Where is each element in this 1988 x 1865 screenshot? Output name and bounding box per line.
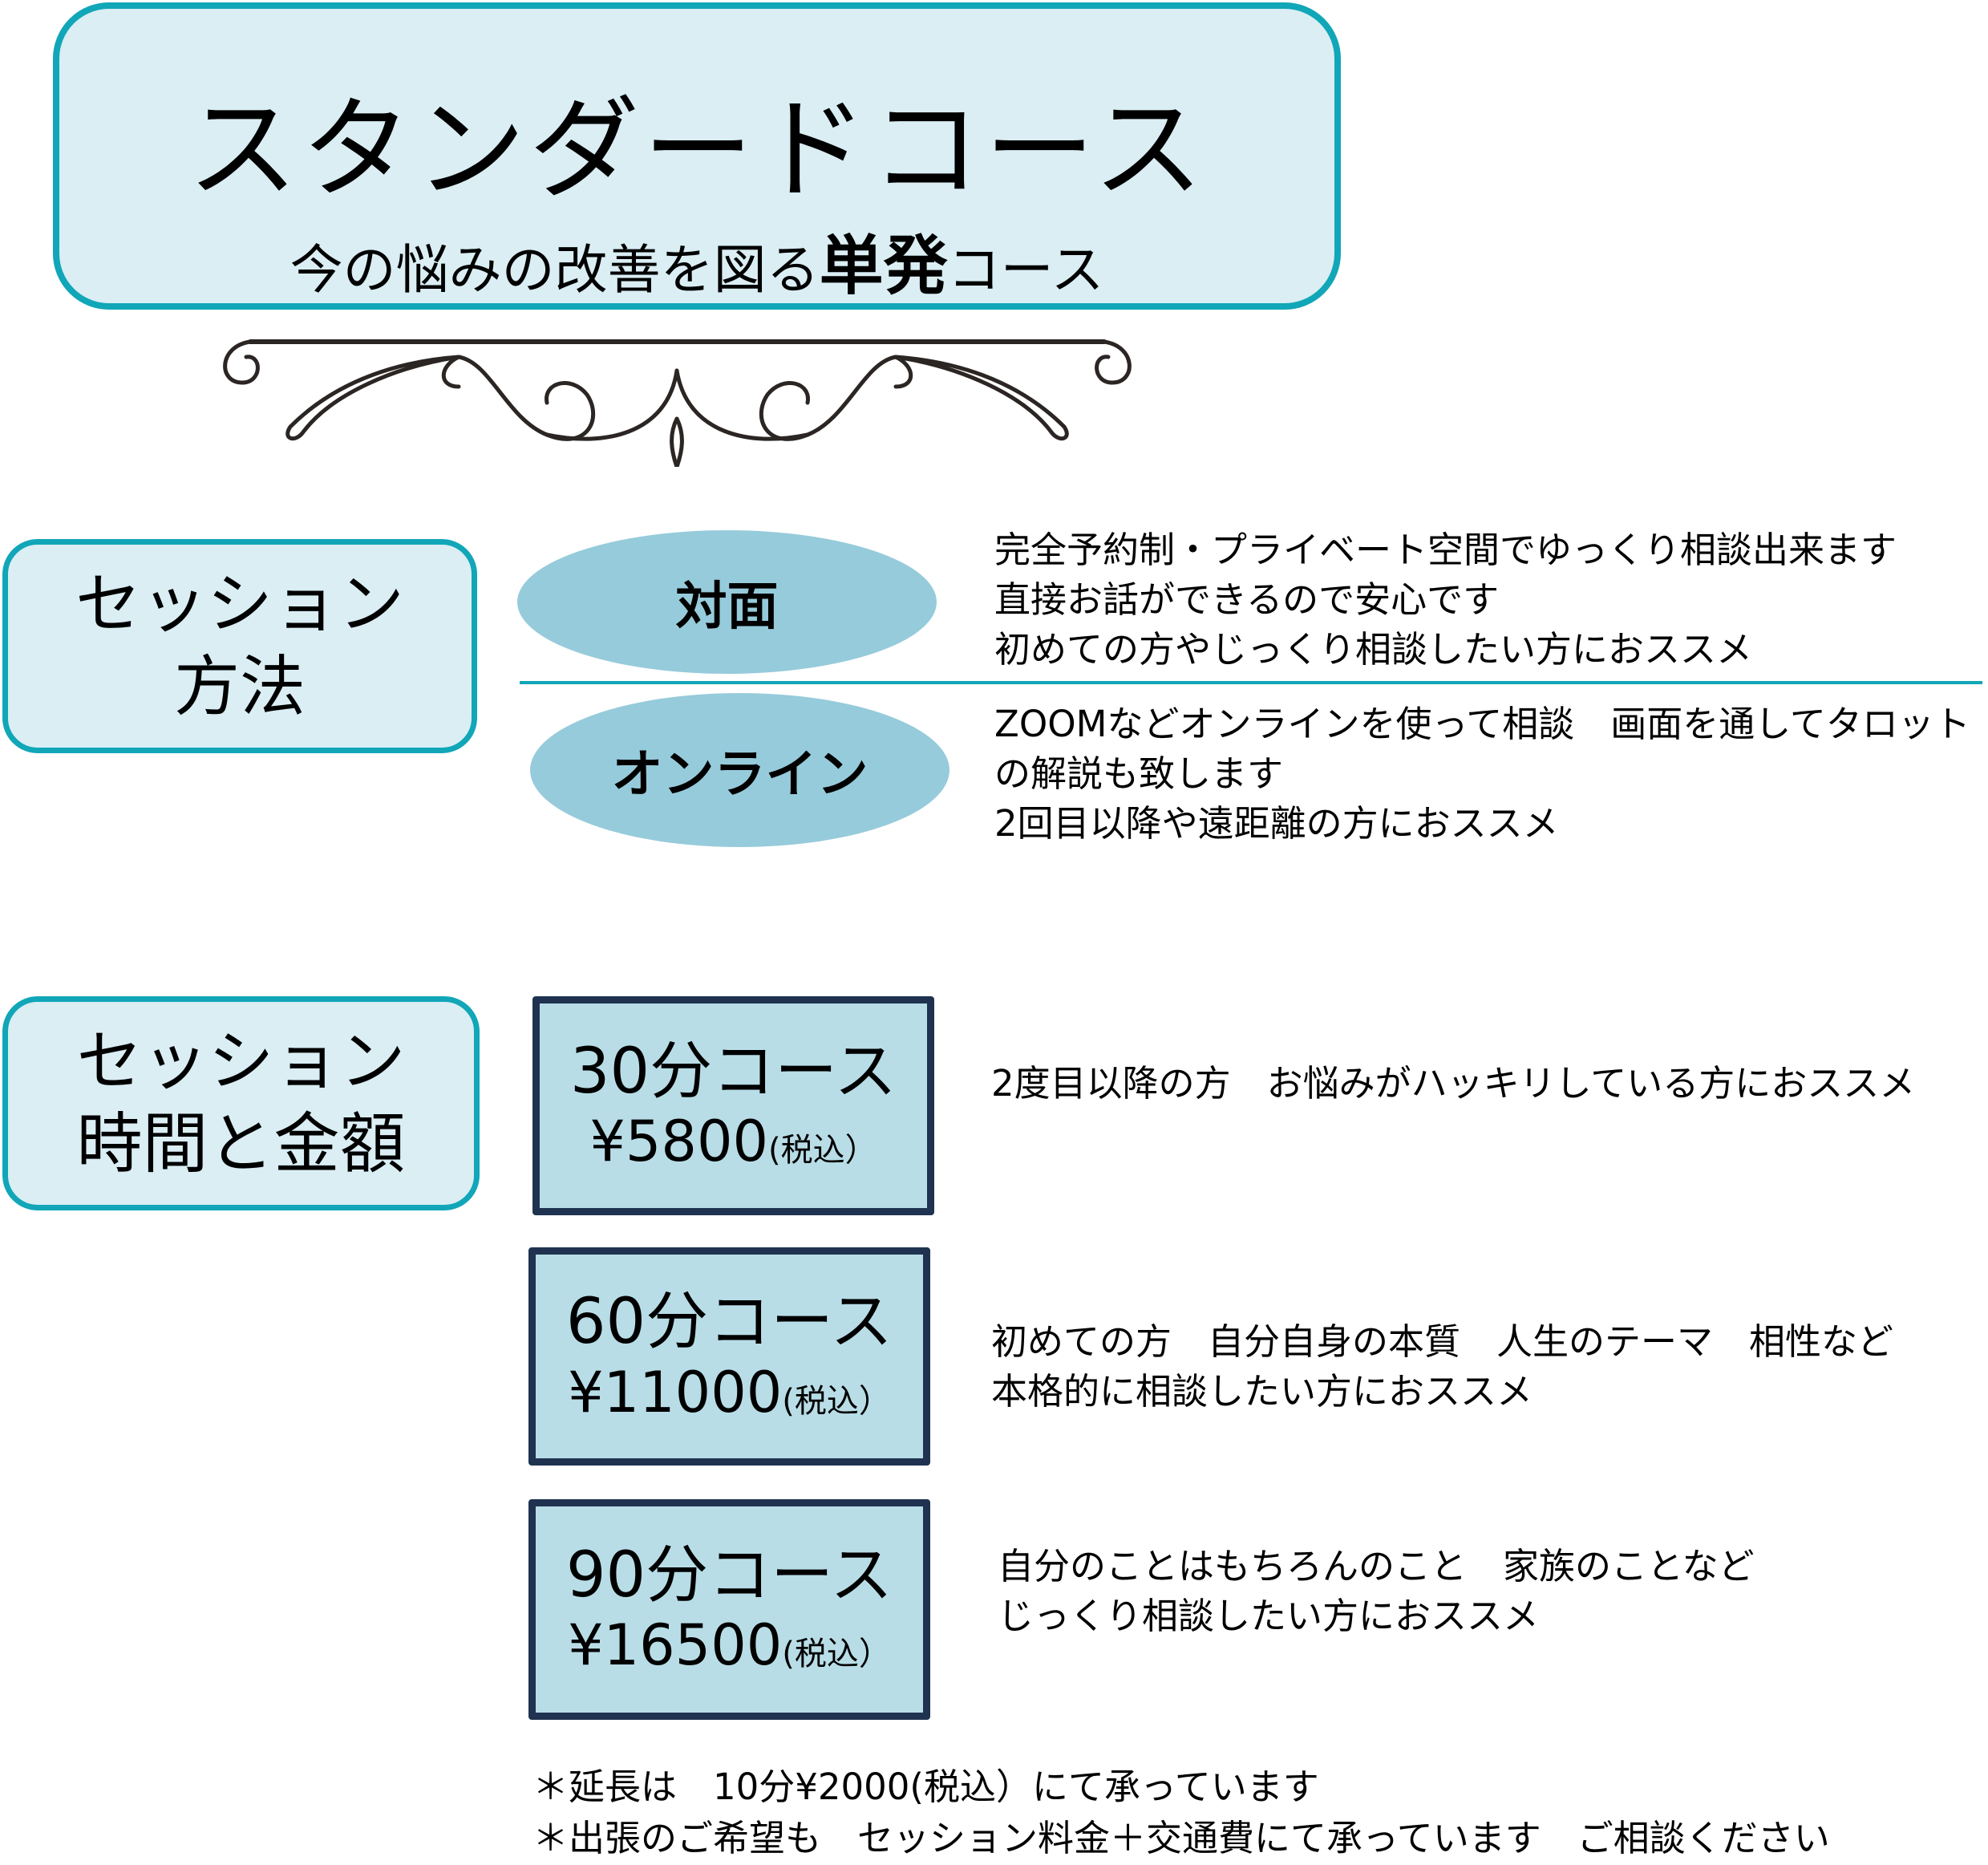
method-in-person-name: 対面	[675, 577, 779, 637]
description-line: じっくり相談したい方におススメ	[998, 1595, 1540, 1637]
course-price-value: ¥5800	[589, 1109, 769, 1175]
course-name: 90分コース	[565, 1539, 893, 1612]
course-price: ¥5800(税込）	[589, 1108, 877, 1175]
session-method-label-line1: セッション	[75, 566, 404, 643]
course-30min-description: 2度目以降の方 お悩みがハッキリしている方におススメ	[991, 1059, 1915, 1109]
session-method-label-line2: 方法	[173, 648, 306, 725]
method-in-person-badge: 対面	[517, 530, 937, 674]
method-online-description: ZOOMなどオンラインを使って相談 画面を通してタロット の解説も致します 2回…	[994, 699, 1970, 849]
description-line: の解説も致します	[994, 752, 1284, 795]
session-method-label: セッション 方法	[2, 539, 477, 753]
description-line: 2度目以降の方 お悩みがハッキリしている方におススメ	[991, 1062, 1916, 1105]
description-line: 初めての方やじっくり相談したい方におススメ	[994, 628, 1753, 671]
extension-note: ＊延長は 10分¥2000(税込）にて承っています	[532, 1766, 1319, 1808]
page-subtitle: 今の悩みの改善を図る単発コース	[53, 234, 1341, 298]
course-tax-note: (税込）	[782, 1636, 891, 1673]
subtitle-prefix: 今の悩みの改善を図る	[289, 239, 820, 301]
house-call-note: ＊出張のご希望も セッション料金＋交通費にて承っています ご相談ください	[532, 1817, 1830, 1859]
course-tax-note: (税込）	[782, 1382, 891, 1420]
description-line: 2回目以降や遠距離の方におススメ	[994, 802, 1559, 845]
session-time-price-label: セッション 時間と金額	[2, 996, 480, 1210]
course-price: ¥11000(税込）	[568, 1359, 891, 1426]
session-time-label-line2: 時間と金額	[76, 1105, 406, 1182]
course-price: ¥16500(税込）	[568, 1612, 891, 1679]
method-in-person-description: 完全予約制・プライベート空間でゆっくり相談出来ます 直接お話ができるので安心です…	[994, 525, 1897, 675]
course-name: 30分コース	[569, 1035, 897, 1108]
description-line: 自分のことはもちろんのこと 家族のことなど	[998, 1545, 1755, 1587]
course-tax-note: (税込）	[768, 1132, 877, 1170]
course-price-value: ¥16500	[568, 1612, 783, 1679]
description-line: 本格的に相談したい方におススメ	[991, 1370, 1533, 1413]
description-line: 完全予約制・プライベート空間でゆっくり相談出来ます	[994, 529, 1897, 571]
course-60min-description: 初めての方 自分自身の本質 人生のテーマ 相性など 本格的に相談したい方におスス…	[991, 1317, 1893, 1417]
course-90min-description: 自分のことはもちろんのこと 家族のことなど じっくり相談したい方におススメ	[998, 1542, 1755, 1641]
course-price-value: ¥11000	[568, 1359, 783, 1425]
scroll-ornament-icon	[223, 339, 1132, 467]
course-card-30min: 30分コース ¥5800(税込）	[532, 996, 934, 1215]
description-line: ZOOMなどオンラインを使って相談 画面を通してタロット	[994, 703, 1970, 745]
course-card-60min: 60分コース ¥11000(税込）	[528, 1247, 930, 1466]
method-online-name: オンライン	[611, 745, 868, 805]
description-line: 直接お話ができるので安心です	[994, 578, 1500, 621]
subtitle-bold: 単発	[819, 229, 948, 303]
method-divider	[520, 681, 1982, 684]
course-card-90min: 90分コース ¥16500(税込）	[528, 1499, 930, 1720]
subtitle-suffix: コース	[947, 239, 1104, 301]
page-title: スタンダードコース	[187, 85, 1207, 214]
description-line: 初めての方 自分自身の本質 人生のテーマ 相性など	[991, 1320, 1894, 1363]
course-name: 60分コース	[565, 1286, 893, 1359]
session-time-label-line1: セッション	[76, 1024, 406, 1100]
course-header-box	[53, 2, 1341, 310]
method-online-badge: オンライン	[530, 693, 949, 847]
